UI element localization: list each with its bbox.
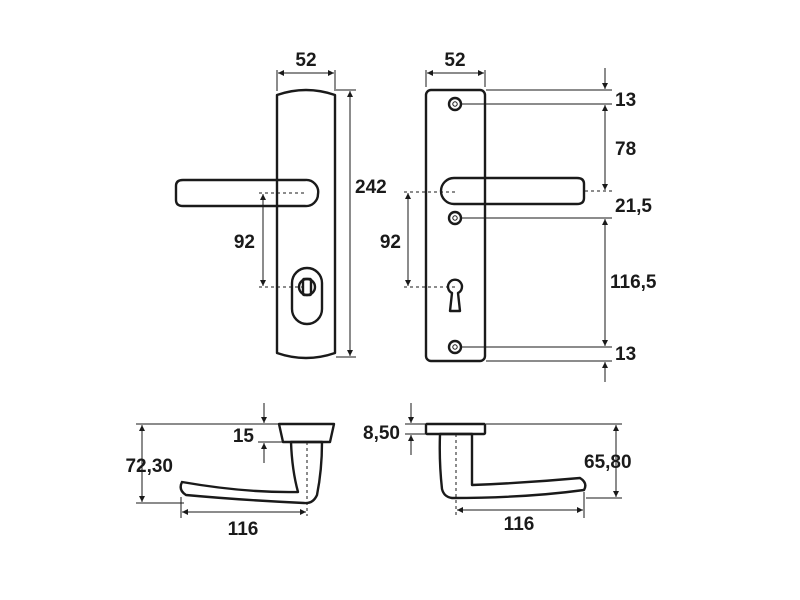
- back-top-to-screw-label: 13: [615, 90, 636, 111]
- right-projection-label: 116: [504, 514, 535, 535]
- back-handle-to-screw-label: 21,5: [615, 196, 652, 217]
- back-view: 52 92 13 78 21,5 116,5 13: [380, 50, 657, 382]
- back-screw-bottom: [447, 339, 463, 355]
- left-lever-profile: [179, 440, 324, 505]
- back-backplate: [424, 88, 487, 363]
- back-width-label: 52: [444, 50, 465, 71]
- left-rosette: [277, 422, 336, 444]
- front-backplate: [275, 88, 337, 360]
- back-bottom-to-screw-label: 13: [615, 344, 636, 365]
- front-cylinder-escutcheon: [290, 266, 324, 326]
- front-height-label: 242: [355, 177, 387, 198]
- back-keyhole: [446, 278, 464, 313]
- right-lever-profile: [438, 432, 587, 500]
- left-total-height-label: 72,30: [125, 456, 173, 477]
- back-screw-top: [447, 96, 463, 112]
- back-screw-to-handle-label: 78: [615, 139, 636, 160]
- right-total-height-label: 65,80: [584, 452, 632, 473]
- front-width-label: 52: [295, 50, 316, 71]
- right-rosette-height-label: 8,50: [363, 423, 400, 444]
- back-screw-to-screw-label: 116,5: [610, 272, 657, 293]
- left-projection-label: 116: [228, 519, 259, 540]
- back-screw-middle: [447, 210, 463, 226]
- front-view: 52 242 92: [174, 50, 387, 360]
- front-lever: [174, 178, 320, 208]
- front-distance-label: 92: [234, 232, 255, 253]
- left-rosette-height-label: 15: [233, 426, 255, 447]
- back-distance-label: 92: [380, 232, 401, 253]
- side-view-right: 8,50 65,80 116: [363, 403, 632, 535]
- side-view-left: 15 72,30 116: [125, 403, 336, 540]
- right-rosette: [424, 422, 487, 436]
- back-lever: [439, 176, 586, 206]
